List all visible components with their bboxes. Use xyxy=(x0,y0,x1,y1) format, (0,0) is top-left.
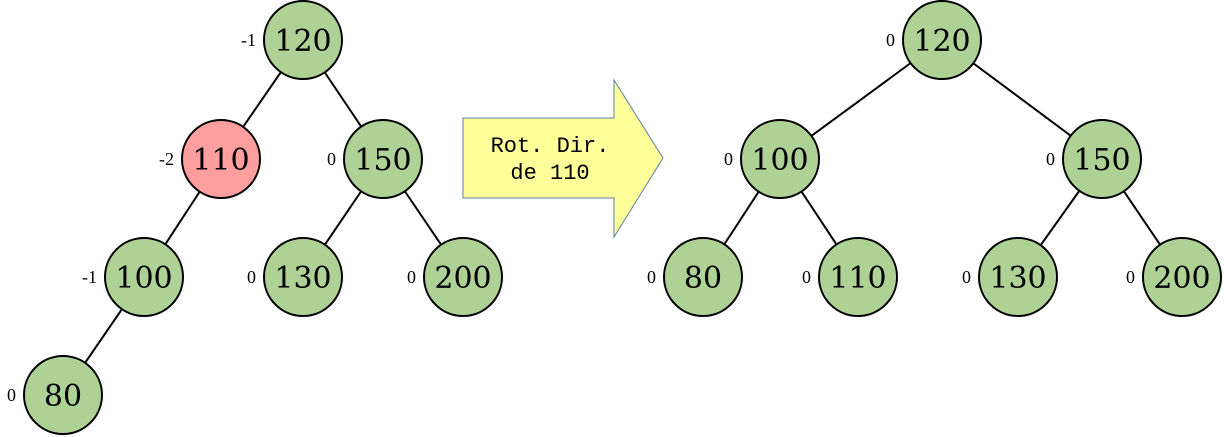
node-value: 200 xyxy=(1153,261,1210,296)
node-circle xyxy=(23,355,103,435)
node-value: 80 xyxy=(684,261,722,296)
tree-node-before-110: 110 -2 xyxy=(159,119,261,199)
node-value: 110 xyxy=(192,143,249,178)
balance-factor-label: 0 xyxy=(7,385,16,405)
balance-factor-label: 0 xyxy=(1126,267,1135,287)
balance-factor-label: -1 xyxy=(82,267,97,287)
tree-node-after-80: 80 0 xyxy=(647,237,743,317)
node-value: 120 xyxy=(274,24,331,59)
node-circle xyxy=(1062,119,1142,199)
node-circle xyxy=(902,0,982,80)
node-circle xyxy=(818,237,898,317)
balance-factor-label: -1 xyxy=(241,30,256,50)
node-circle xyxy=(263,237,343,317)
tree-node-after-130: 130 0 xyxy=(962,237,1058,317)
node-circle xyxy=(663,237,743,317)
node-value: 200 xyxy=(434,261,491,296)
balance-factor-label: 0 xyxy=(407,267,416,287)
node-circle xyxy=(423,237,503,317)
node-value: 150 xyxy=(354,143,411,178)
node-circle xyxy=(343,119,423,199)
node-value: 130 xyxy=(989,261,1046,296)
arrow-label-line-1: Rot. Dir. xyxy=(491,134,610,159)
tree-node-before-130: 130 0 xyxy=(247,237,343,317)
rotation-arrow: Rot. Dir. de 110 xyxy=(462,78,664,239)
node-value: 100 xyxy=(751,143,808,178)
right-arrow-shape xyxy=(462,78,664,239)
tree-node-before-100: 100 -1 xyxy=(82,237,184,317)
node-value: 120 xyxy=(913,24,970,59)
node-circle xyxy=(978,237,1058,317)
node-circle xyxy=(740,119,820,199)
balance-factor-label: 0 xyxy=(802,267,811,287)
node-circle xyxy=(263,0,343,80)
node-value: 80 xyxy=(44,379,82,414)
balance-factor-label: 0 xyxy=(647,267,656,287)
balance-factor-label: 0 xyxy=(327,149,336,169)
arrow-label-line-2: de 110 xyxy=(510,161,589,186)
balance-factor-label: 0 xyxy=(886,30,895,50)
node-value: 110 xyxy=(829,261,886,296)
tree-node-before-80: 80 0 xyxy=(7,355,103,435)
balance-factor-label: 0 xyxy=(247,267,256,287)
balance-factor-label: 0 xyxy=(1046,149,1055,169)
tree-node-after-100: 100 0 xyxy=(724,119,820,199)
balance-factor-label: -2 xyxy=(159,149,174,169)
balance-factor-label: 0 xyxy=(962,267,971,287)
balance-factor-label: 0 xyxy=(724,149,733,169)
node-value: 150 xyxy=(1073,143,1130,178)
node-circle xyxy=(1142,237,1222,317)
node-value: 100 xyxy=(115,261,172,296)
tree-node-after-110: 110 0 xyxy=(802,237,898,317)
node-value: 130 xyxy=(274,261,331,296)
node-circle xyxy=(104,237,184,317)
tree-node-before-120: 120 -1 xyxy=(241,0,343,80)
node-circle xyxy=(181,119,261,199)
tree-node-after-120: 120 0 xyxy=(886,0,982,80)
